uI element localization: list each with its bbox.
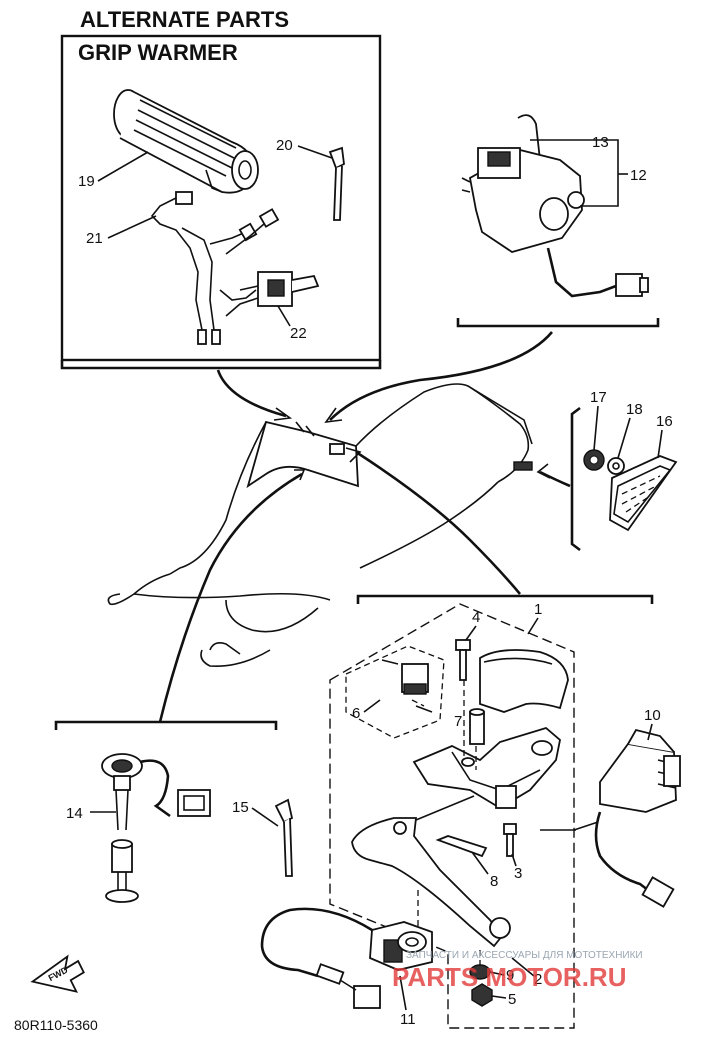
assembly-guides [411,680,481,970]
leader-10 [647,723,653,741]
callout-5: 5 [508,991,516,1008]
cable-tie-20 [328,146,345,221]
grip-warmer-title: GRIP WARMER [78,40,238,65]
callout-13: 13 [592,134,609,151]
leader-9 [489,971,505,976]
arrow-lever-to-bars [355,450,521,595]
arrow-switch-to-bars [329,331,553,421]
leader-18 [617,417,631,459]
callout-3: 3 [514,865,522,882]
grip-heater-19 [113,89,259,194]
callout-17: 17 [590,389,607,406]
leader-4 [465,625,477,641]
callout-19: 19 [78,173,95,190]
assembly-outline-1 [329,603,575,1029]
reflector-16 [609,455,678,532]
header-title: ALTERNATE PARTS [80,7,289,32]
watermark-tagline: ЗАПЧАСТИ И АКСЕССУАРЫ ДЛЯ МОТОТЕХНИКИ [406,950,643,961]
callout-1: 1 [534,601,542,618]
grip-warmer-box [60,34,382,362]
leader-15 [251,807,279,827]
callout-12: 12 [630,167,647,184]
arrow-reflector [539,470,571,488]
callout-14: 14 [66,805,83,822]
callout-7: 7 [454,713,462,730]
callout-18: 18 [626,401,643,418]
callout-20: 20 [276,137,293,154]
callout-10: 10 [644,707,661,724]
bracket-6 [381,659,433,713]
callout-22: 22 [290,325,307,342]
leader-11 [399,975,407,1011]
screw-8 [435,835,488,858]
callout-15: 15 [232,799,249,816]
bracket-12-13 [530,139,619,207]
callout-6: 6 [352,705,360,722]
forward-arrow-icon: FWD [30,954,85,993]
grip-harness-21 [150,191,280,345]
watermark-brand: PARTS MOTOR.RU [392,962,626,992]
leader-6 [363,699,381,713]
pin-7 [469,708,485,745]
bracket-grip-group [60,360,382,370]
lever-bracket [412,726,561,810]
sender-14 [101,753,211,903]
cable-tie-15 [274,798,294,877]
callout-4: 4 [472,609,480,626]
bolt-4 [455,639,471,681]
leader-21 [107,215,157,239]
leader-1 [527,617,539,635]
grip-heat-switch-22 [239,271,320,307]
bracket-lever-group [356,594,654,604]
bracket-switch-group [456,318,660,328]
nut-17 [583,449,605,471]
callout-8: 8 [490,873,498,890]
leader-22 [277,305,291,327]
leader-16 [657,429,663,459]
callout-16: 16 [656,413,673,430]
arrow-grip-to-bars [216,369,287,418]
callout-2: 2 [534,971,542,988]
leader-8 [471,851,489,875]
switch-housing-12 [461,114,649,298]
bracket-reflector-group [570,406,581,552]
callout-21: 21 [86,230,103,247]
screw-3 [503,823,517,857]
bracket-lower-left-group [54,720,278,730]
subassembly-outline-6 [345,645,445,739]
leader-19 [97,151,149,182]
callout-9: 9 [506,967,514,984]
diagram-code: 80R110-5360 [14,1017,98,1033]
washer-18 [607,457,625,475]
leader-2 [511,957,535,977]
nut-5 [471,983,493,1007]
arrow-fuel-to-bars [158,472,303,723]
control-unit-10 [573,728,681,908]
leader-20 [297,145,333,159]
callout-11: 11 [400,1011,416,1028]
snowmobile-outline [107,383,533,667]
leader-3 [511,853,517,867]
leader-17 [593,405,599,451]
throttle-lever [351,795,511,948]
lever-cover [479,649,569,713]
leader-5 [491,995,507,999]
throttle-switch-11 [260,907,433,1009]
